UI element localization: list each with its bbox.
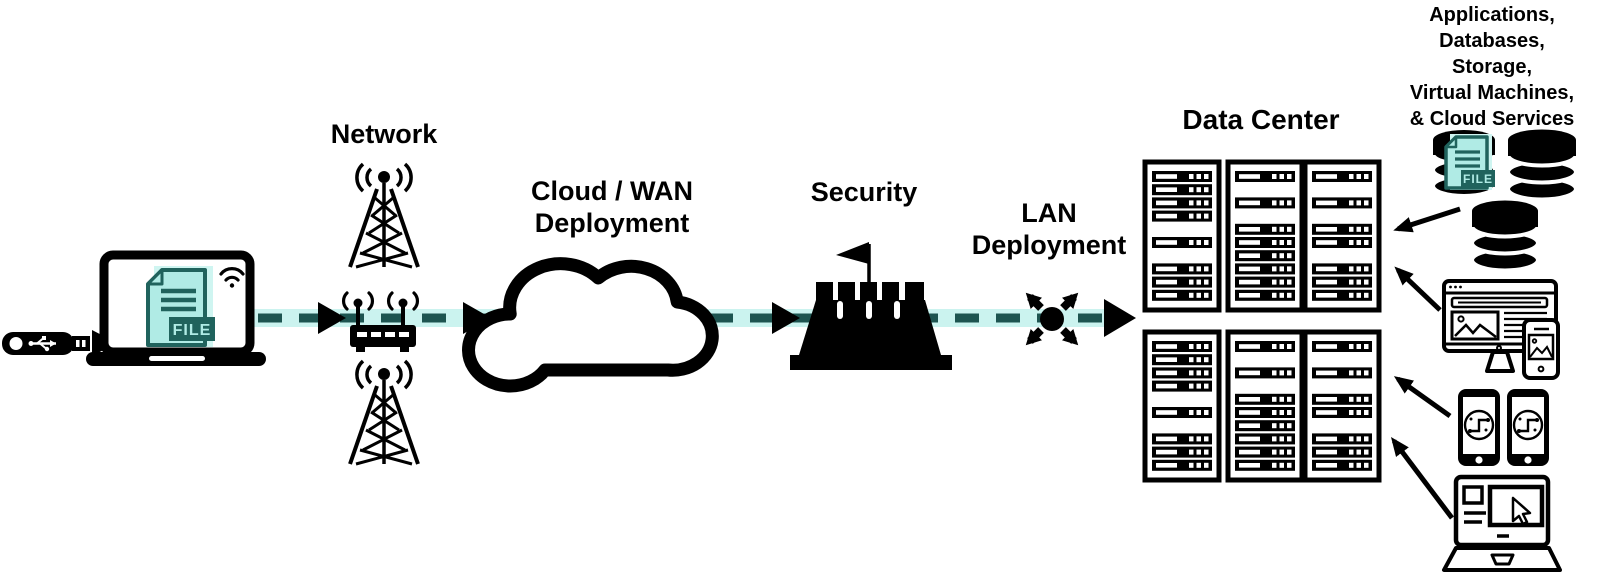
server-rack	[1225, 329, 1305, 483]
server-unit	[1312, 263, 1372, 275]
server-rack	[1142, 329, 1222, 483]
phone-overlay-icon	[1522, 318, 1560, 380]
database-icon-middle	[1470, 200, 1540, 273]
server-unit	[1235, 446, 1295, 458]
lan-label-line2: Deployment	[971, 230, 1127, 260]
server-unit	[1152, 341, 1212, 352]
server-rack	[1225, 159, 1305, 313]
file-badge-label: FILE	[173, 322, 212, 339]
lan-label-line1: LAN	[1021, 198, 1077, 228]
server-unit	[1152, 289, 1212, 301]
server-rack	[1302, 329, 1382, 483]
server-unit	[1235, 223, 1295, 235]
flow-arrowhead-to-cloud	[463, 302, 491, 334]
arrow-icon-phones-to-rack	[1393, 376, 1452, 419]
usb-drive-icon	[2, 332, 90, 355]
services-label-line4: Virtual Machines,	[1409, 82, 1575, 104]
arrow-icon-db-to-rack	[1393, 206, 1461, 233]
server-unit	[1312, 289, 1372, 301]
castle-icon	[790, 242, 952, 370]
server-unit	[1235, 407, 1295, 418]
server-unit	[1312, 367, 1372, 379]
server-unit	[1312, 171, 1372, 182]
file-icon: FILE	[146, 266, 215, 347]
server-unit	[1235, 250, 1295, 262]
server-unit	[1152, 446, 1212, 458]
server-unit	[1152, 263, 1212, 275]
server-unit	[1235, 433, 1295, 445]
server-unit	[1312, 459, 1372, 471]
server-unit	[1235, 171, 1295, 182]
server-unit	[1312, 393, 1372, 405]
server-unit	[1235, 237, 1295, 248]
server-unit	[1152, 210, 1212, 222]
server-unit	[1152, 171, 1212, 182]
cloud-wan-label-line1: Cloud / WAN	[531, 176, 693, 206]
server-unit	[1312, 341, 1372, 352]
flow-arrowhead-to-router	[318, 302, 346, 334]
server-unit	[1235, 276, 1295, 288]
laptop-icon: FILE	[86, 250, 266, 366]
server-unit	[1312, 276, 1372, 288]
cloud-wan-label-line2: Deployment	[534, 208, 690, 238]
server-unit	[1312, 197, 1372, 209]
cloud-wan-label: Cloud / WAN Deployment	[531, 175, 693, 239]
server-unit	[1235, 197, 1295, 209]
server-unit	[1152, 354, 1212, 366]
network-label: Network	[330, 119, 438, 149]
smartphone-icon-right	[1507, 389, 1549, 466]
server-unit	[1235, 393, 1295, 405]
server-unit	[1235, 289, 1295, 301]
services-label-line1: Applications,	[1429, 4, 1555, 26]
server-unit	[1152, 367, 1212, 379]
server-unit	[1152, 276, 1212, 288]
service-arrows	[1390, 206, 1461, 520]
server-unit	[1312, 446, 1372, 458]
services-label-line2: Databases,	[1439, 30, 1545, 52]
smartphone-icon-left	[1458, 389, 1500, 466]
server-unit	[1235, 367, 1295, 379]
services-label-line3: Storage,	[1451, 56, 1533, 78]
services-label: Applications, Databases, Storage, Virtua…	[1410, 2, 1575, 132]
wifi-icon	[219, 267, 245, 288]
cloud-icon	[469, 264, 713, 386]
server-unit	[1152, 197, 1212, 209]
server-unit	[1152, 380, 1212, 392]
server-unit	[1235, 263, 1295, 275]
radio-tower-icon-bottom	[348, 359, 420, 466]
flow-arrowhead-to-datacenter	[1104, 299, 1136, 337]
router-icon	[342, 291, 419, 352]
cursor-icon	[1511, 496, 1532, 526]
server-unit	[1152, 433, 1212, 445]
file-icon-database: FILE	[1444, 134, 1495, 190]
server-unit	[1312, 237, 1372, 248]
server-unit	[1235, 341, 1295, 352]
data-center-racks	[1142, 159, 1382, 483]
file-badge-label-db: FILE	[1463, 172, 1493, 186]
server-unit	[1152, 184, 1212, 196]
server-rack	[1142, 159, 1222, 313]
database-icon-top-right	[1506, 129, 1578, 202]
data-center-label: Data Center	[1182, 104, 1340, 135]
radio-tower-icon-top	[348, 162, 420, 269]
server-unit	[1312, 407, 1372, 418]
server-rack	[1302, 159, 1382, 313]
web-monitor-icon	[1442, 279, 1560, 380]
services-label-line5: & Cloud Services	[1409, 108, 1575, 130]
lan-label: LAN Deployment	[972, 197, 1127, 261]
security-label: Security	[810, 177, 918, 207]
laptop-cursor-icon	[1442, 474, 1562, 572]
server-unit	[1152, 237, 1212, 248]
server-unit	[1152, 459, 1212, 471]
server-unit	[1235, 420, 1295, 432]
server-unit	[1152, 407, 1212, 418]
arrow-icon-monitor-to-rack	[1394, 266, 1442, 312]
server-unit	[1312, 223, 1372, 235]
flow-arrowhead-to-security	[772, 302, 800, 334]
server-unit	[1235, 459, 1295, 471]
server-unit	[1312, 433, 1372, 445]
lan-hub-icon	[1025, 292, 1079, 346]
arrow-icon-laptop-to-rack	[1390, 437, 1454, 520]
